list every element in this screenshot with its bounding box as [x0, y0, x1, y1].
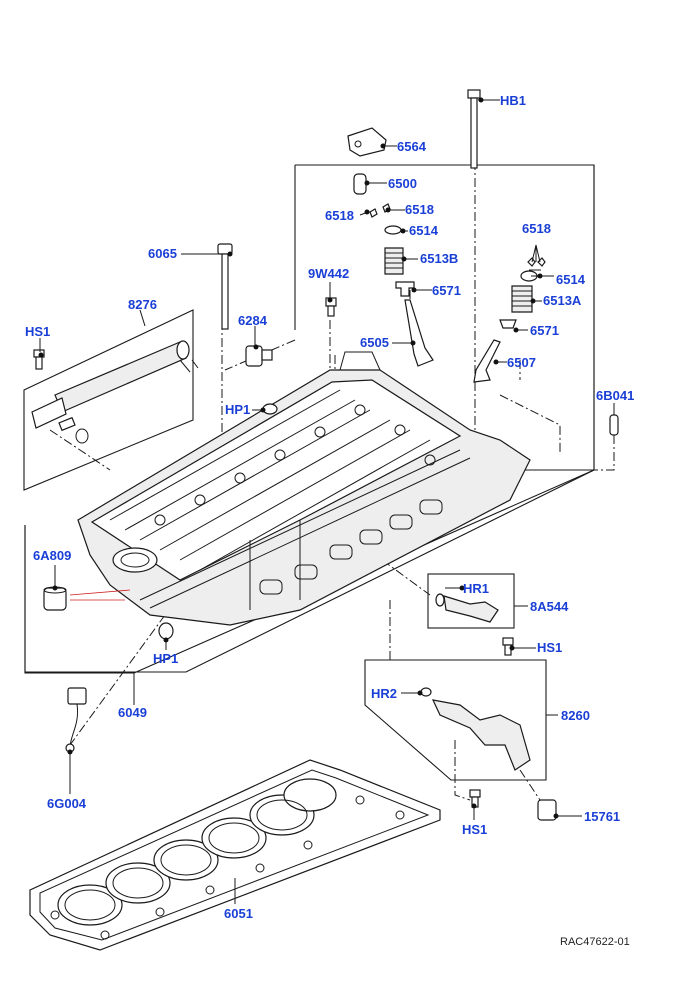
- spring-retainer-6514: [384, 225, 538, 282]
- head-bolt-hb1: [467, 89, 481, 169]
- callout-8276: 8276: [128, 297, 157, 312]
- bolt-6065: [217, 243, 233, 330]
- leader-dots: [38, 97, 559, 819]
- callout-6571-right: 6571: [530, 323, 559, 338]
- callout-8260: 8260: [561, 708, 590, 723]
- callout-6564: 6564: [397, 139, 427, 154]
- callout-15761: 15761: [584, 809, 620, 824]
- coolant-outlet-8a544: [435, 593, 499, 623]
- callout-6500: 6500: [388, 176, 417, 191]
- sensor-6284: [245, 345, 273, 367]
- valve-spring-6513b: [384, 247, 404, 275]
- sensor-15761: [537, 799, 557, 821]
- callout-hr2: HR2: [371, 686, 397, 701]
- valve-seal-6571: [395, 281, 517, 329]
- outlet-8a544-box: [427, 573, 515, 629]
- fuel-injector: [31, 340, 199, 444]
- callout-6571-mid: 6571: [432, 283, 461, 298]
- dowel-6b041: [609, 414, 619, 436]
- callout-hs1-injector: HS1: [25, 324, 50, 339]
- callout-6518-left: 6518: [325, 208, 354, 223]
- plug-hp1-side: [158, 622, 174, 640]
- callout-hp1-top: HP1: [225, 402, 250, 417]
- callout-6518-mid: 6518: [405, 202, 434, 217]
- callout-6514-right: 6514: [556, 272, 586, 287]
- callout-6b041: 6B041: [596, 388, 634, 403]
- callout-6065: 6065: [148, 246, 177, 261]
- callout-6051: 6051: [224, 906, 253, 921]
- cylinder-head: [77, 351, 531, 626]
- drawing-reference: RAC47622-01: [560, 936, 630, 948]
- lash-adjuster-6500: [353, 173, 367, 195]
- callout-6049: 6049: [118, 705, 147, 720]
- temperature-sensor-6g004: [65, 687, 87, 753]
- callout-hs1-pipe: HS1: [462, 822, 487, 837]
- main-group-frame: [24, 164, 595, 673]
- leader-lines: [39, 99, 615, 904]
- callout-9w442: 9W442: [308, 266, 349, 281]
- intake-valve-6507: [473, 339, 501, 383]
- callout-hp1-side: HP1: [153, 651, 178, 666]
- bolt-hs1-injector: [33, 349, 45, 370]
- callout-hs1-outlet: HS1: [537, 640, 562, 655]
- callout-hb1: HB1: [500, 93, 526, 108]
- rocker-arm-6564: [347, 127, 387, 157]
- injector-group-box: [23, 309, 194, 491]
- callout-6a809: 6A809: [33, 548, 71, 563]
- pipe-8260-box: [364, 659, 547, 781]
- callout-6g004: 6G004: [47, 796, 87, 811]
- callout-6513b: 6513B: [420, 251, 458, 266]
- locator-lines-6a809: [69, 589, 131, 601]
- valve-spring-6513a: [511, 285, 533, 313]
- callout-6518-right: 6518: [522, 221, 551, 236]
- callout-8a544: 8A544: [530, 599, 569, 614]
- callout-hr1: HR1: [463, 581, 489, 596]
- exhaust-valve-6505: [404, 299, 434, 367]
- callout-6513a: 6513A: [543, 293, 582, 308]
- coolant-pipe-8260: [420, 687, 531, 771]
- callout-6507: 6507: [507, 355, 536, 370]
- callout-6284: 6284: [238, 313, 268, 328]
- callout-6505: 6505: [360, 335, 389, 350]
- callout-6514-mid: 6514: [409, 223, 439, 238]
- head-gasket: [29, 759, 441, 951]
